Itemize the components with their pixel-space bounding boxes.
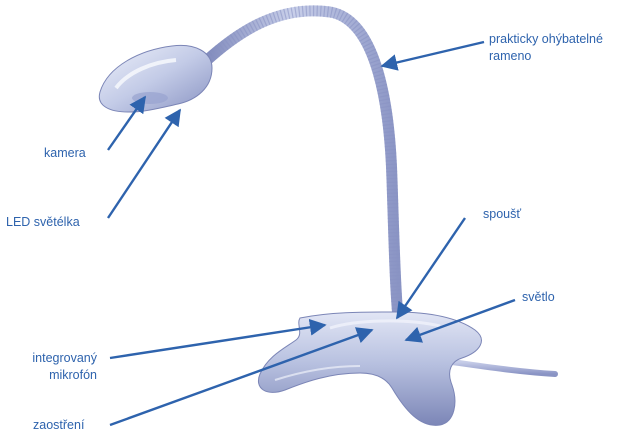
arrow-spoust	[397, 218, 465, 318]
label-microphone-line1: integrovaný	[12, 350, 97, 367]
label-focus: zaostření	[33, 417, 84, 434]
label-light: světlo	[522, 289, 555, 306]
usb-cable	[452, 362, 555, 374]
label-trigger: spoušť	[483, 206, 521, 223]
label-flexible-arm-line1: prakticky ohýbatelné	[489, 31, 603, 48]
arrow-led	[108, 110, 180, 218]
camera-lens	[132, 92, 168, 104]
label-led-lights: LED světélka	[6, 214, 80, 231]
label-kamera: kamera	[44, 145, 86, 162]
label-microphone-line2: mikrofón	[12, 367, 97, 384]
arrow-rameno	[382, 42, 484, 66]
label-flexible-arm-line2: rameno	[489, 48, 531, 65]
arrow-zaostreni	[110, 330, 372, 425]
gooseneck-arm	[205, 11, 398, 318]
